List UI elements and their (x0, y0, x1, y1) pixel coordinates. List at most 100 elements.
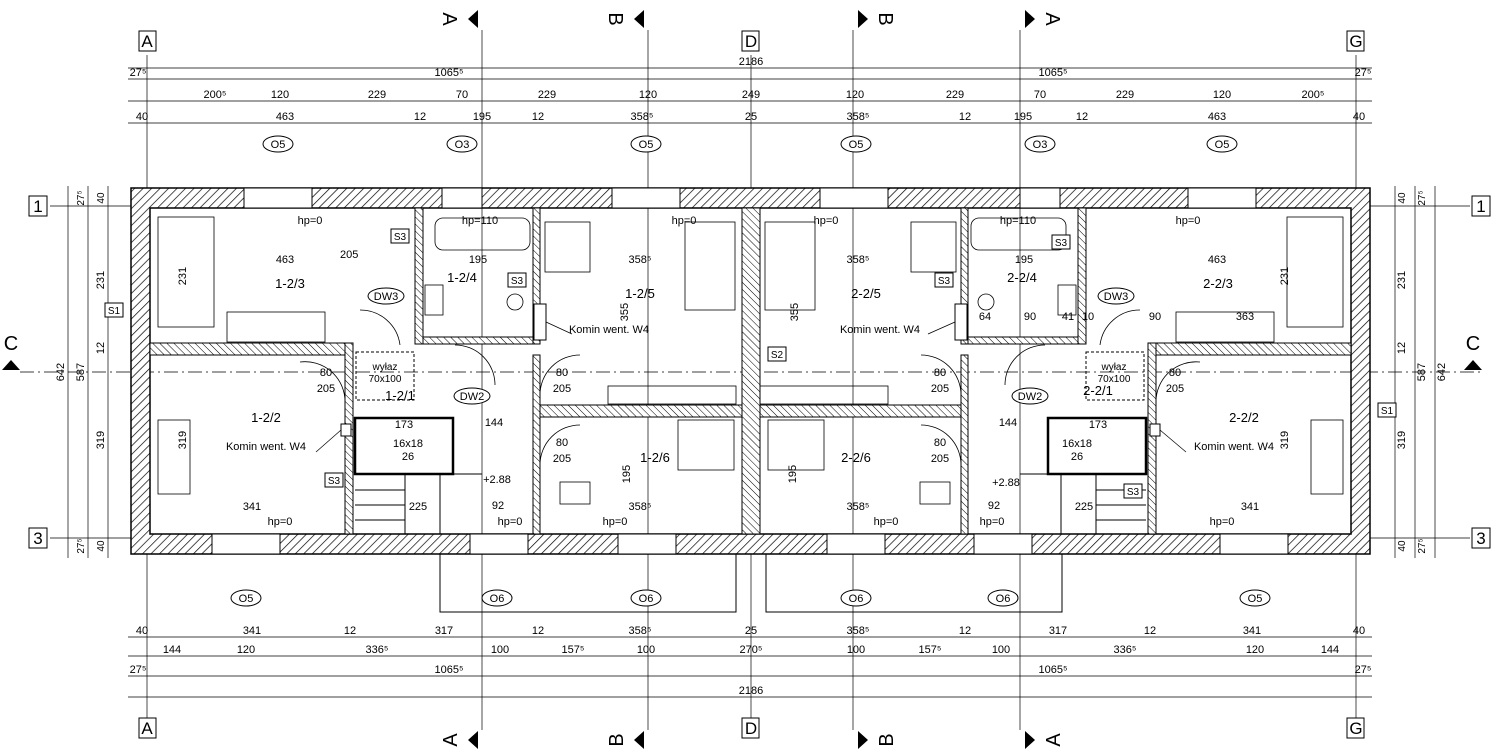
room-height: 231 (1279, 267, 1291, 285)
door-width: 80 (556, 437, 568, 449)
section-a-bottom-right: A (1043, 733, 1065, 747)
dim-edge: 27⁵ (1355, 664, 1372, 676)
window-code: O5 (1215, 139, 1230, 151)
dimension-value: 157⁵ (919, 644, 942, 656)
window-tag-oval (630, 135, 662, 153)
bed-icon (1286, 216, 1344, 328)
dimension-value: 195 (473, 111, 491, 123)
dimension-value: 40 (136, 625, 148, 637)
dimension-text-top: 2186 27⁵ 1065⁵ 1065⁵ 27⁵ (130, 56, 1372, 79)
door-swings (299, 309, 1201, 466)
chimney-label: Komin went. W4 (1194, 441, 1274, 453)
window-tag-oval (230, 589, 262, 607)
window-code: O5 (849, 139, 864, 151)
dim-vert-12: 12 (95, 342, 107, 354)
door-height: 205 (317, 383, 335, 395)
window-tag-oval (446, 135, 478, 153)
window-tag-oval (481, 589, 513, 607)
dimension-value: 120 (1246, 644, 1264, 656)
dim-edge: 27⁵ (1355, 67, 1372, 79)
dim-vert-27: 27⁵ (76, 538, 87, 553)
dimension-value: 12 (532, 625, 544, 637)
bed-icon (764, 221, 816, 311)
wall-tag-s3: S3 (938, 276, 951, 287)
dim-note: 92 (988, 500, 1000, 512)
door-type-dw2: DW2 (1018, 391, 1042, 403)
sill-height: hp=0 (498, 516, 523, 528)
window-code: O6 (639, 593, 654, 605)
window-code: O6 (996, 593, 1011, 605)
hatch-label: wyłaz (371, 362, 397, 373)
room-1-2-5: 1-2/5 (625, 286, 655, 301)
dimension-value: 317 (435, 625, 453, 637)
dimension-value: 12 (959, 625, 971, 637)
room-height: 195 (787, 465, 799, 483)
dimension-value: 463 (1208, 111, 1226, 123)
axis-g-top: G (1349, 32, 1362, 51)
hatch-label: wyłaz (1100, 362, 1126, 373)
dimension-value: 336⁵ (366, 644, 389, 656)
room-width: 341 (243, 501, 261, 513)
wall-tag-s2: S2 (771, 350, 784, 361)
dim-note: 363 (1236, 311, 1254, 323)
chimneys (340, 303, 1161, 437)
dim-vert-587: 587 (1416, 363, 1428, 381)
dim-half-right: 1065⁵ (1038, 67, 1067, 79)
dim-vert-587: 587 (75, 363, 87, 381)
roof-hatches (355, 351, 1145, 401)
wall-tag-s3: S3 (1055, 238, 1068, 249)
room-1-2-4: 1-2/4 (447, 270, 477, 285)
dimension-value: 336⁵ (1114, 644, 1137, 656)
axis-g-bottom: G (1349, 719, 1362, 738)
door-width: 80 (1169, 367, 1181, 379)
dim-vert-642: 642 (1436, 363, 1448, 381)
door-type-dw3: DW3 (1104, 291, 1128, 303)
door-width: 80 (934, 437, 946, 449)
section-c-left: C (4, 333, 18, 355)
furniture (157, 216, 1344, 505)
dim-edge: 27⁵ (130, 67, 147, 79)
axis-3-right: 3 (1476, 529, 1485, 548)
chimney-label: Komin went. W4 (569, 324, 649, 336)
dimension-value: 358⁵ (629, 625, 652, 637)
window-tag-oval (1239, 589, 1271, 607)
hatch-size: 70x100 (1098, 374, 1131, 385)
dimension-value: 12 (414, 111, 426, 123)
room-width: 358⁵ (847, 501, 870, 513)
dimension-value: 341 (243, 625, 261, 637)
dim-vert-40: 40 (96, 192, 107, 204)
dimension-value: 144 (1321, 644, 1339, 656)
dimension-value: 70 (1034, 89, 1046, 101)
section-markers: A B B A A B B A C C (2, 10, 1482, 749)
dim-note: 90 (1024, 311, 1036, 323)
annotations: hp=0 hp=110 hp=0 hp=0 hp=110 hp=0 hp=0 h… (226, 215, 1274, 528)
stair-step: 26 (402, 451, 414, 463)
dim-vert-319: 319 (1396, 431, 1408, 449)
dim-note: 144 (485, 417, 503, 429)
dimension-value: 195 (1014, 111, 1032, 123)
stair-size: 16x18 (393, 438, 423, 450)
chimney-label: Komin went. W4 (840, 324, 920, 336)
bed-icon (684, 221, 736, 311)
dimension-value: 270⁵ (740, 644, 763, 656)
window-code: O5 (639, 139, 654, 151)
room-2-2-4: 2-2/4 (1007, 270, 1037, 285)
sill-height: hp=0 (980, 516, 1005, 528)
dimension-value: 229 (946, 89, 964, 101)
room-width: 358⁵ (847, 254, 870, 266)
sill-height: hp=0 (1176, 215, 1201, 227)
bathtub-icon (434, 217, 531, 251)
window-code: O3 (455, 139, 470, 151)
dimension-value: 12 (959, 111, 971, 123)
dim-vert-27: 27⁵ (1417, 190, 1428, 205)
wall-tag-s1: S1 (108, 306, 121, 317)
dimension-value: 358⁵ (631, 111, 654, 123)
dim-edge: 27⁵ (130, 664, 147, 676)
window-code: O5 (239, 593, 254, 605)
bed-icon (1310, 419, 1344, 495)
section-a-top-left: A (438, 12, 460, 26)
window-code: O5 (271, 139, 286, 151)
room-1-2-2: 1-2/2 (251, 410, 281, 425)
